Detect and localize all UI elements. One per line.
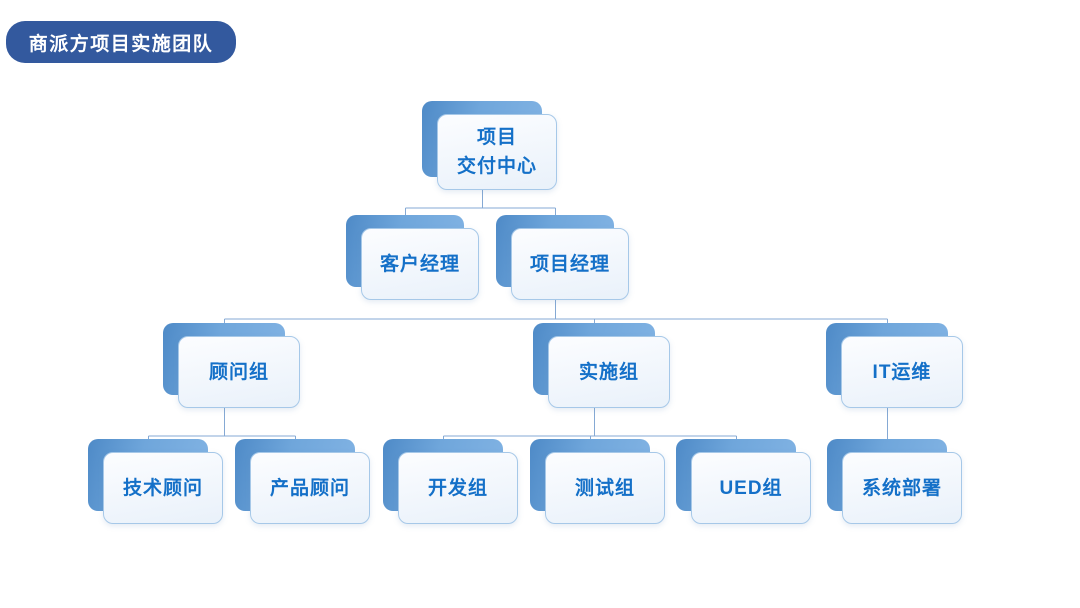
node-card: 测试组	[545, 452, 665, 524]
node-label: 项目	[476, 127, 517, 148]
node-label: 项目经理	[529, 253, 610, 275]
node-label: 实施组	[578, 361, 639, 383]
title-badge-label: 商派方项目实施团队	[28, 33, 214, 55]
node-card: 开发组	[398, 452, 518, 524]
node-label: 交付中心	[456, 156, 537, 177]
org-node-delivery-center: 项目交付中心	[422, 101, 557, 190]
org-node-consultant-group: 顾问组	[163, 323, 300, 408]
org-node-ued-group: UED组	[676, 439, 811, 524]
org-node-project-manager: 项目经理	[496, 215, 629, 300]
org-node-account-manager: 客户经理	[346, 215, 479, 300]
node-card: IT运维	[841, 336, 963, 408]
node-card: 系统部署	[842, 452, 962, 524]
node-label: 技术顾问	[122, 477, 203, 499]
org-node-it-ops: IT运维	[826, 323, 963, 408]
org-node-tech-consultant: 技术顾问	[88, 439, 223, 524]
node-label: 开发组	[427, 477, 488, 499]
node-label: 客户经理	[379, 253, 460, 275]
node-card: 技术顾问	[103, 452, 223, 524]
node-card: 项目交付中心	[437, 114, 557, 190]
node-label: UED组	[719, 477, 783, 499]
org-node-dev-group: 开发组	[383, 439, 518, 524]
org-node-product-consultant: 产品顾问	[235, 439, 370, 524]
node-label: 产品顾问	[269, 477, 350, 499]
node-label: 顾问组	[208, 361, 269, 383]
node-label: 系统部署	[861, 477, 942, 499]
node-card: 实施组	[548, 336, 670, 408]
node-label: IT运维	[872, 361, 932, 383]
node-card: 客户经理	[361, 228, 479, 300]
node-card: 项目经理	[511, 228, 629, 300]
org-node-system-deploy: 系统部署	[827, 439, 962, 524]
node-card: 顾问组	[178, 336, 300, 408]
org-node-implementation-group: 实施组	[533, 323, 670, 408]
org-node-test-group: 测试组	[530, 439, 665, 524]
node-card: 产品顾问	[250, 452, 370, 524]
node-card: UED组	[691, 452, 811, 524]
title-badge: 商派方项目实施团队	[6, 21, 236, 63]
node-label: 测试组	[574, 477, 635, 499]
